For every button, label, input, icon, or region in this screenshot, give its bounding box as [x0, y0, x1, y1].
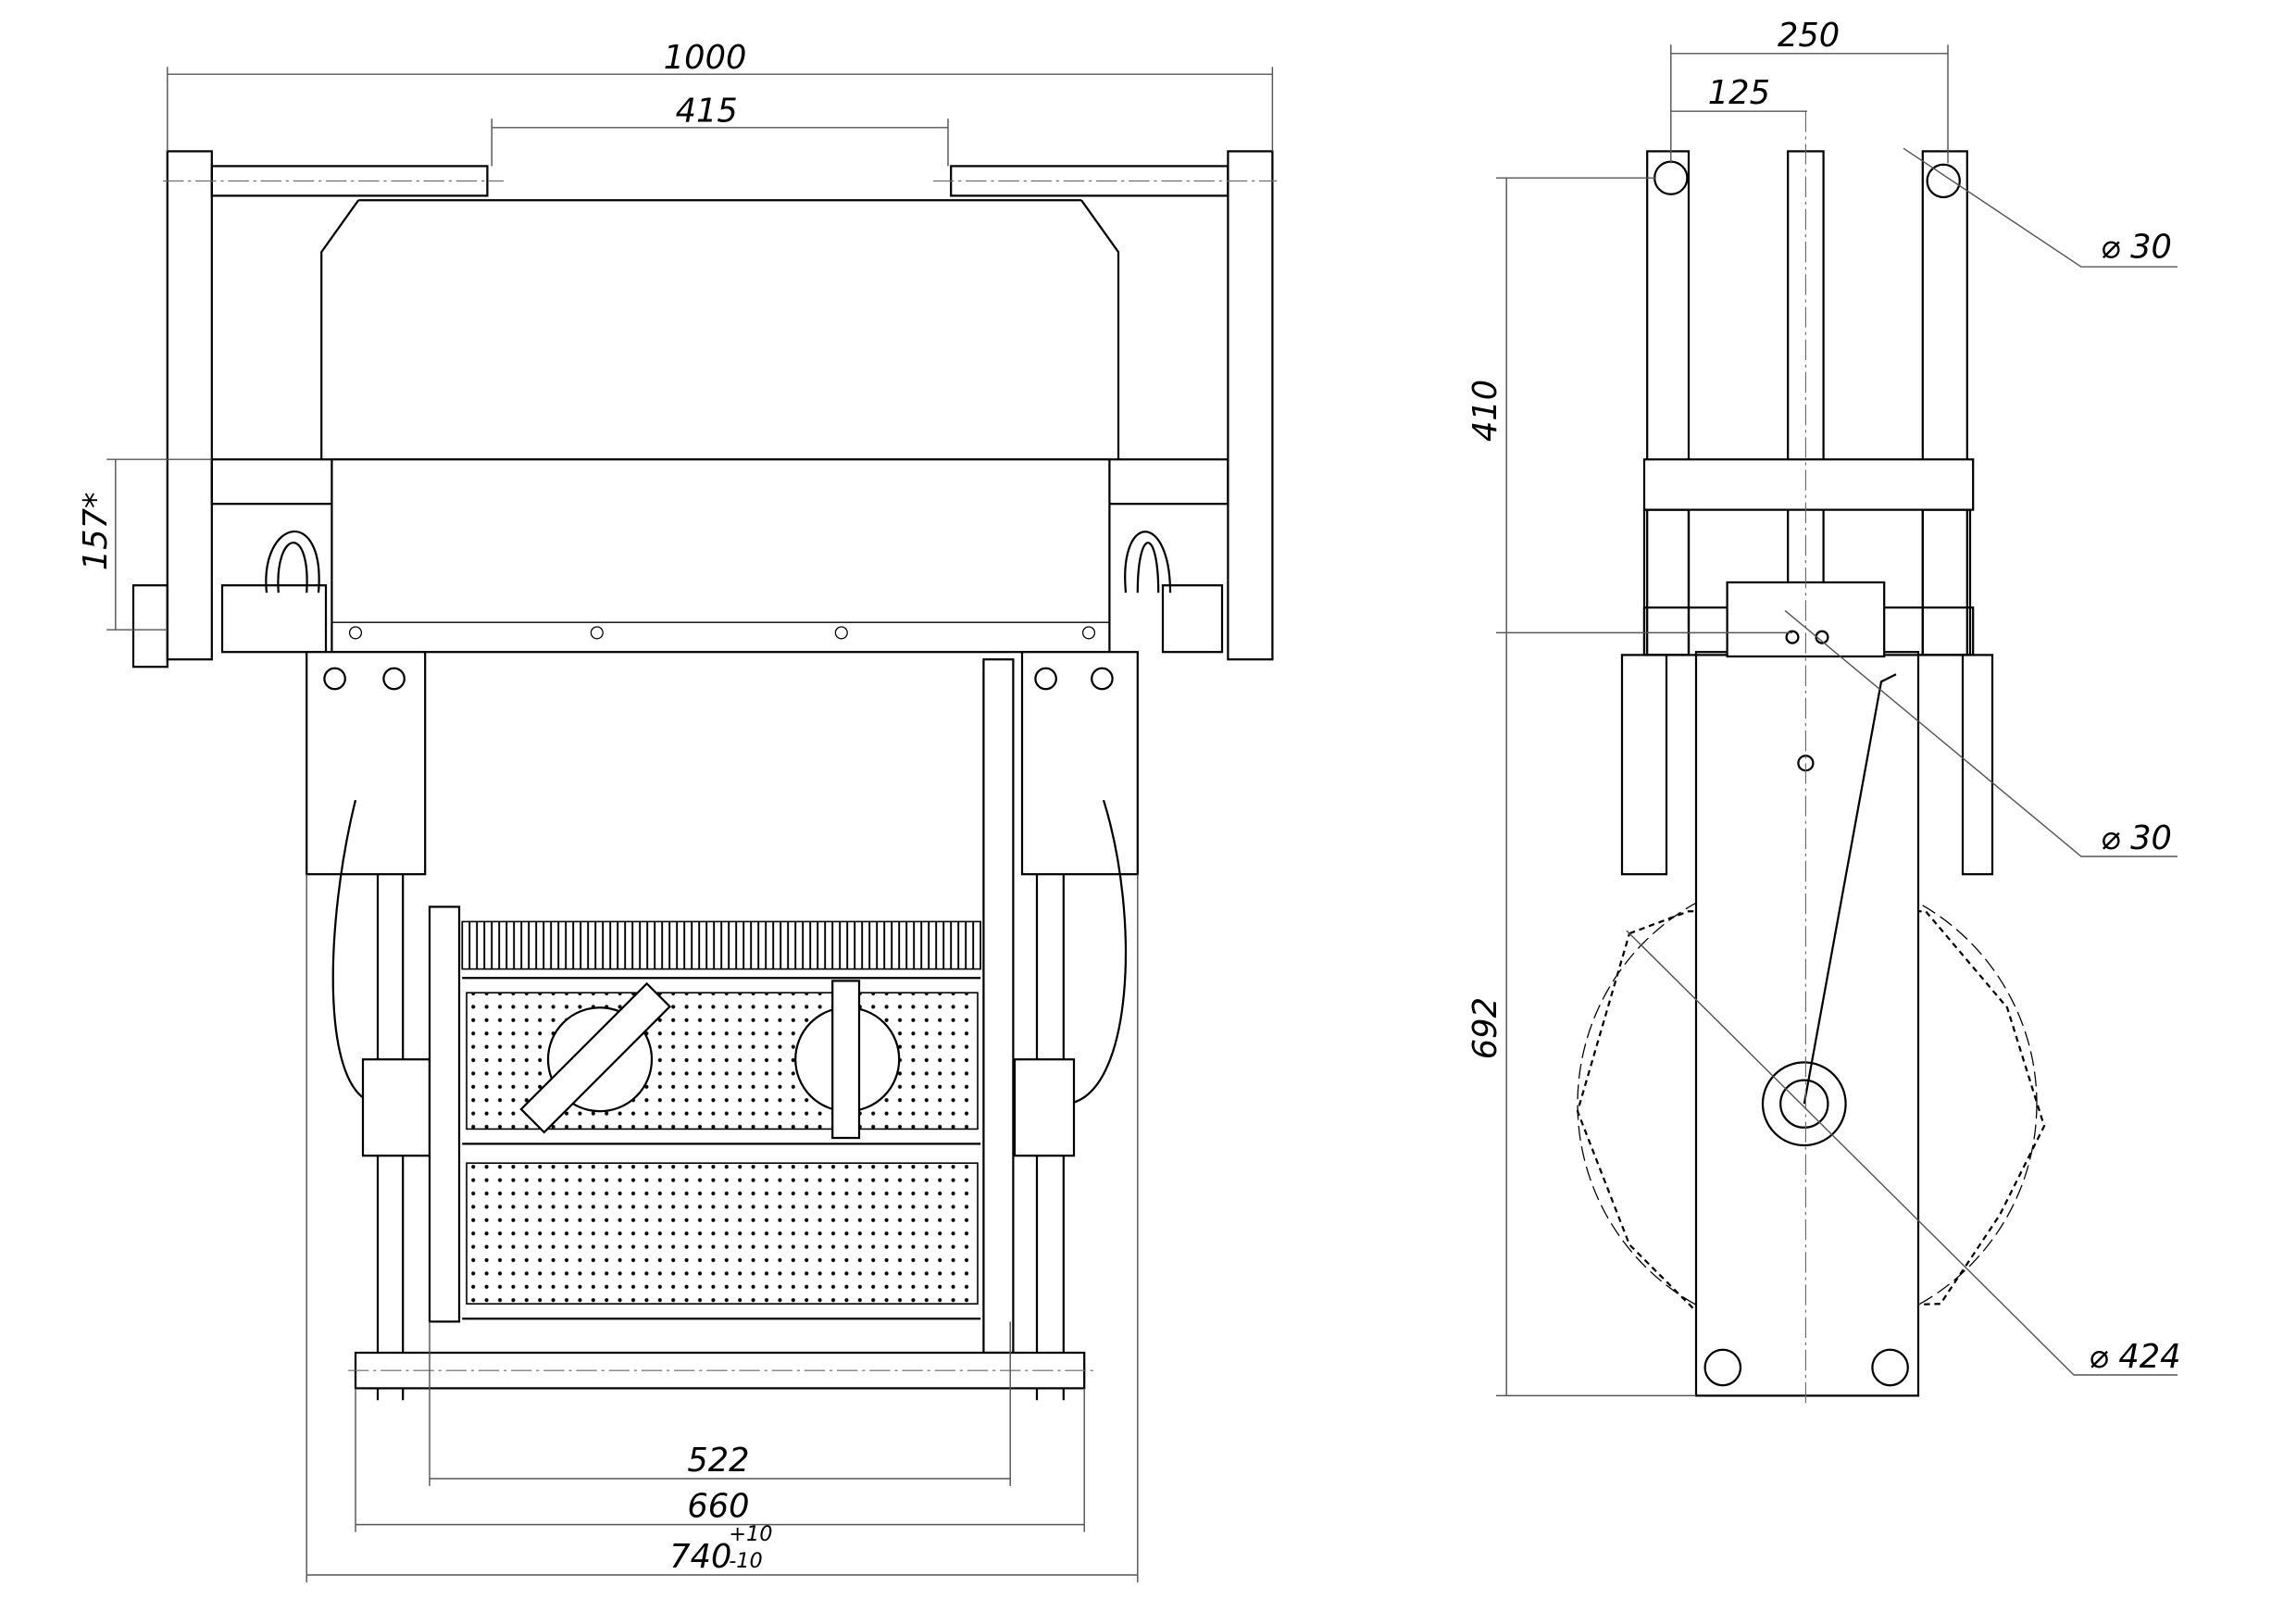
motor-housing [331, 458, 1111, 654]
left-arm [210, 165, 489, 197]
dia-30-top: ⌀ 30 [2101, 229, 2172, 267]
drum-left-flange [428, 906, 461, 1323]
drum-perforated-lower [466, 1162, 979, 1305]
dim-1000: 1000 [664, 39, 747, 77]
dia-30-pivot: ⌀ 30 [2101, 819, 2172, 857]
dim-692: 692 [1466, 997, 1504, 1059]
front-dimensions: 1000 415 157* 522 660 740 +10 -10 [77, 39, 1274, 1583]
dia-424: ⌀ 424 [2089, 1338, 2181, 1376]
front-view [131, 150, 1278, 1401]
chain [982, 658, 1015, 1355]
side-view [1576, 111, 2046, 1408]
side-plate [1694, 651, 1920, 1397]
dim-522: 522 [687, 1442, 749, 1480]
drum-ribbed-band [461, 920, 981, 970]
left-frame-post [166, 150, 213, 661]
dim-740: 740 [669, 1538, 731, 1576]
pivot-hub [1761, 1061, 1847, 1147]
side-dimensions: 250 125 410 692 ⌀ 30 ⌀ 30 ⌀ 424 [1466, 17, 2181, 1397]
tolerance-minus: -10 [729, 1549, 763, 1573]
left-bracket [306, 651, 427, 876]
dim-125: 125 [1708, 74, 1770, 112]
right-bracket [1020, 651, 1139, 876]
tolerance-plus: +10 [729, 1522, 772, 1546]
dim-660: 660 [687, 1488, 749, 1526]
dim-157: 157* [77, 492, 115, 570]
dim-410: 410 [1466, 380, 1504, 442]
top-hole-left [1653, 160, 1689, 195]
right-frame-post [1227, 150, 1274, 661]
dim-415: 415 [676, 92, 738, 130]
dim-250: 250 [1778, 17, 1840, 55]
top-hole-right [1926, 163, 1961, 199]
